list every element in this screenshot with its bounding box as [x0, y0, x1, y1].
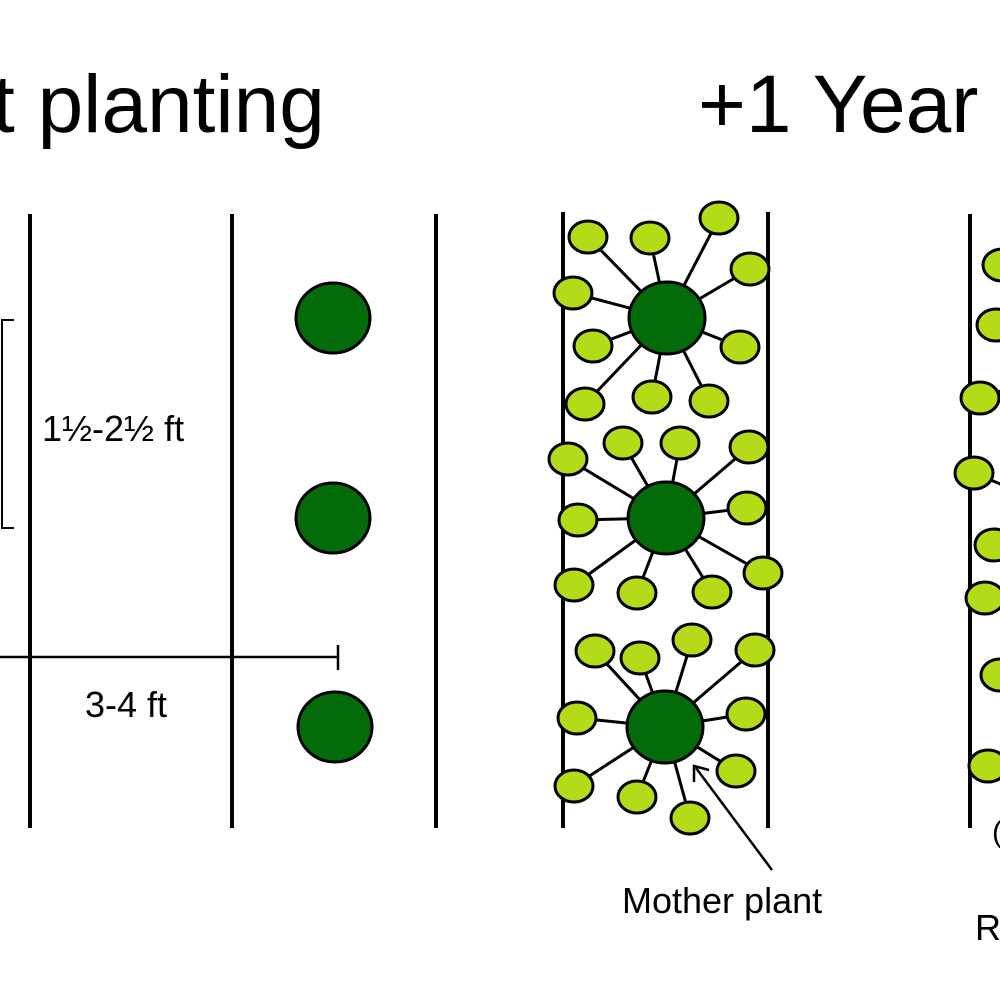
runner-plant [553, 567, 595, 603]
runner-plant [725, 696, 767, 732]
runner-plant [552, 275, 594, 311]
runner-plant [973, 527, 1000, 563]
runner-plant [557, 502, 599, 538]
runner-plant [547, 441, 589, 477]
runner-plant [556, 700, 598, 736]
mother-plant [294, 481, 372, 555]
mother-plant [294, 281, 372, 355]
runner-plant [715, 753, 757, 789]
runner-plant [979, 657, 1000, 693]
runner-plant [967, 748, 1000, 784]
title-plus-one-year: +1 Year [698, 59, 978, 150]
runner-plant [691, 574, 733, 610]
title-at-planting: t planting [0, 59, 325, 150]
runner-plant [953, 455, 995, 491]
mother-plant [627, 280, 707, 356]
mother-plant [625, 689, 705, 765]
row-spacing-label: 3-4 ft [85, 684, 167, 725]
runner-plant [659, 425, 701, 461]
runner-plant [726, 490, 768, 526]
runner-plant [572, 328, 614, 364]
runner-plant [553, 768, 595, 804]
runner-plant [616, 779, 658, 815]
runner-plant [981, 247, 1000, 283]
mother-plant-arrow [692, 764, 774, 871]
runner-plant [742, 555, 784, 591]
mother-plant [626, 480, 706, 556]
runner-plant [669, 800, 711, 836]
row-lines [28, 212, 972, 828]
runner-plant [698, 200, 740, 236]
runner-plant [688, 383, 730, 419]
runner-plant [671, 622, 713, 658]
runner-plant [631, 379, 673, 415]
runner-plant [728, 429, 770, 465]
mother-plant-label: Mother plant [622, 880, 822, 921]
runner-plant [734, 632, 776, 668]
runner-plant [959, 380, 1000, 416]
runner-plant [619, 640, 661, 676]
runner-plant [729, 251, 771, 287]
runner-plant [719, 329, 761, 365]
in-row-spacing-label: 1½-2½ ft [42, 408, 184, 449]
runner-plant [602, 425, 644, 461]
runner-plant [616, 575, 658, 611]
plants [294, 200, 1000, 836]
mother-plant [296, 690, 374, 764]
partial-right-label: R [975, 907, 1000, 948]
runner-plant [574, 633, 616, 669]
runner-plant [964, 580, 1000, 616]
runner-plant [567, 219, 609, 255]
runner-plant [629, 220, 671, 256]
partial-right-paren: ( [992, 816, 1000, 849]
runner-plant [564, 386, 606, 422]
in-row-spacing-bracket [1, 319, 14, 529]
runner-plant [975, 307, 1000, 343]
row-spacing-dimension-line [0, 645, 340, 670]
